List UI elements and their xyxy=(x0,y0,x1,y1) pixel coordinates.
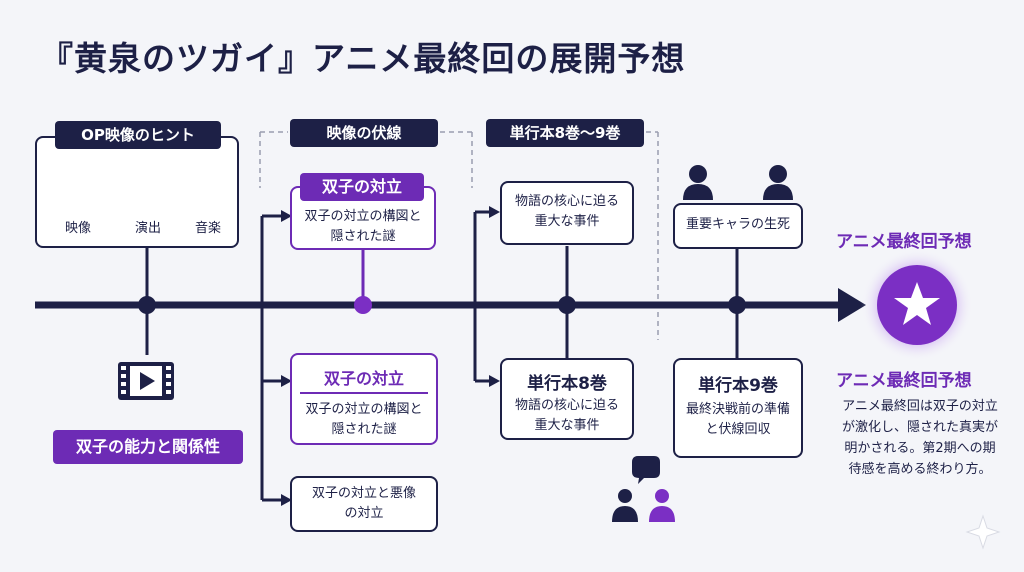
volume8-box xyxy=(500,358,634,440)
character-text: 重要キャラの生死 xyxy=(685,217,790,232)
icon-label-video: 映像 xyxy=(64,221,91,236)
volume9-head: 単行本9巻 xyxy=(698,376,778,396)
timeline-arrowhead xyxy=(838,288,866,322)
icon-label-music: 音楽 xyxy=(194,221,221,236)
volume8-head: 単行本8巻 xyxy=(527,374,607,394)
foreshadow-top-text: 双子の対立の構図と隠された謎 xyxy=(304,209,422,244)
star-icon xyxy=(894,282,940,325)
finale-title: アニメ最終回予想 xyxy=(836,371,972,391)
foreshadow-bottom-box xyxy=(290,476,438,532)
sparkle-icon xyxy=(965,514,1001,550)
foreshadow-mid-head: 双子の対立 xyxy=(323,369,404,388)
discussion-icon xyxy=(612,456,675,522)
timeline-node-foreshadow xyxy=(354,296,372,314)
film-icon-lower xyxy=(118,362,174,400)
volume-pill: 単行本8巻〜9巻 xyxy=(486,119,644,147)
foreshadow-mid-divider xyxy=(300,392,428,394)
foreshadow-mid-box xyxy=(290,353,438,445)
volume9-box xyxy=(673,358,803,458)
branch-mid xyxy=(473,210,492,383)
foreshadow-mid-text: 双子の対立の構図と隠された謎 xyxy=(305,402,423,437)
characters-icon xyxy=(683,165,793,200)
finale-text: アニメ最終回は双子の対立が激化し、隠された真実が明かされる。第2期への期待感を高… xyxy=(841,399,998,477)
character-box xyxy=(673,203,803,249)
timeline-node-character xyxy=(728,296,746,314)
branch-left xyxy=(260,214,285,502)
icon-label-direction: 演出 xyxy=(134,221,161,236)
volume8-text: 物語の核心に迫る重大な事件 xyxy=(514,398,619,433)
branch-mid-arrows xyxy=(489,206,500,387)
foreshadow-bottom-text: 双子の対立と悪像の対立 xyxy=(311,486,416,521)
finale-top-label: アニメ最終回予想 xyxy=(836,232,972,252)
volume9-text: 最終決戦前の準備と伏線回収 xyxy=(685,402,790,437)
volume-top-box xyxy=(500,181,634,245)
foreshadow-pill: 映像の伏線 xyxy=(290,119,438,147)
foreshadow-top-head: 双子の対立 xyxy=(300,173,424,201)
twin-ability-label: 双子の能力と関係性 xyxy=(53,430,243,464)
timeline-node-op xyxy=(138,296,156,314)
op-hints-pill: OP映像のヒント xyxy=(55,121,221,149)
volume-top-text: 物語の核心に迫る重大な事件 xyxy=(514,194,619,229)
page-title: 『黄泉のツガイ』アニメ最終回の展開予想 xyxy=(40,39,686,78)
timeline-node-volume xyxy=(558,296,576,314)
branch-left-arrows xyxy=(281,210,292,506)
